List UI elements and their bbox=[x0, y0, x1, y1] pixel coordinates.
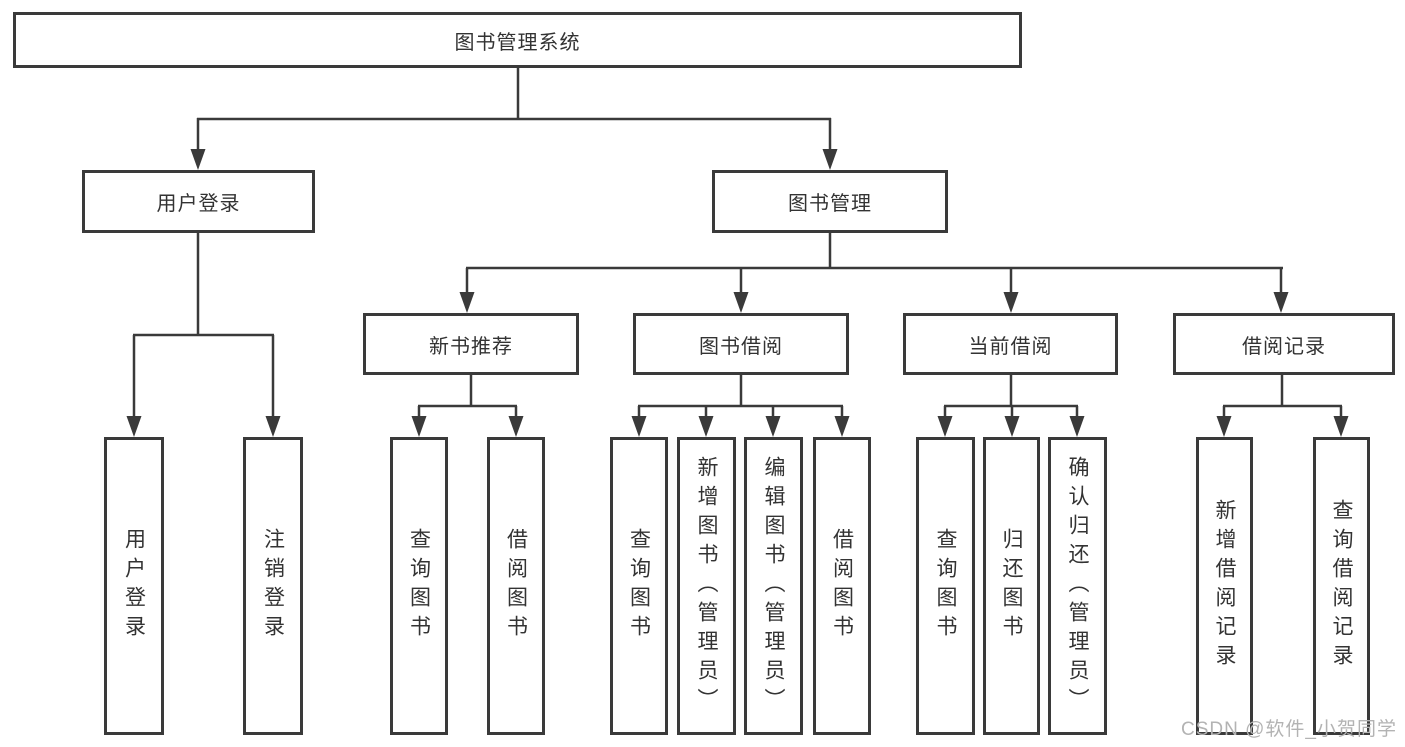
node-new-book-recommend-label: 新书推荐 bbox=[429, 335, 513, 358]
arrowhead-l3-2 bbox=[733, 292, 749, 313]
csdn-watermark: CSDN @软件_小贺同学 bbox=[1181, 719, 1397, 740]
leaf-current-return: 归还图书 bbox=[983, 437, 1040, 735]
leaf-newbook-query: 查询图书 bbox=[390, 437, 448, 735]
arrowhead-leaf-login-2 bbox=[265, 416, 281, 437]
edge-record-trunk bbox=[1222, 375, 1343, 420]
arrowhead-leaf-record-1 bbox=[1216, 416, 1232, 437]
leaf-current-return-label: 归还图书 bbox=[1000, 528, 1023, 644]
leaf-borrow-query: 查询图书 bbox=[610, 437, 668, 735]
edge-login-trunk bbox=[132, 233, 275, 420]
node-borrow-records-label: 借阅记录 bbox=[1242, 335, 1326, 358]
leaf-record-query: 查询借阅记录 bbox=[1313, 437, 1370, 735]
leaf-borrow-book-label: 借阅图书 bbox=[830, 528, 854, 644]
leaf-newbook-query-label: 查询图书 bbox=[407, 528, 431, 644]
node-book-borrowing-label: 图书借阅 bbox=[699, 335, 783, 358]
arrowhead-leaf-borrow-4 bbox=[834, 416, 850, 437]
leaf-record-query-label: 查询借阅记录 bbox=[1330, 499, 1353, 673]
leaf-newbook-borrow: 借阅图书 bbox=[487, 437, 545, 735]
arrowhead-leaf-current-1 bbox=[937, 416, 953, 437]
edge-newbook-trunk bbox=[417, 375, 518, 420]
arrowhead-leaf-login-1 bbox=[126, 416, 142, 437]
leaf-logout-label: 注销登录 bbox=[261, 528, 285, 644]
arrowhead-leaf-borrow-1 bbox=[631, 416, 647, 437]
node-user-login-label: 用户登录 bbox=[156, 193, 241, 215]
leaf-record-add: 新增借阅记录 bbox=[1196, 437, 1253, 735]
leaf-user-login-label: 用户登录 bbox=[122, 528, 146, 644]
arrowhead-leaf-current-2 bbox=[1004, 416, 1020, 437]
leaf-current-query-label: 查询图书 bbox=[934, 528, 957, 644]
arrowhead-l3-3 bbox=[1003, 292, 1019, 313]
arrowhead-leaf-newbook-1 bbox=[411, 416, 427, 437]
leaf-current-confirm-admin-label: 确认归还（管理员） bbox=[1066, 455, 1089, 717]
arrowhead-leaf-newbook-2 bbox=[508, 416, 524, 437]
leaf-borrow-book: 借阅图书 bbox=[813, 437, 871, 735]
arrowhead-mgmt bbox=[822, 149, 838, 170]
node-new-book-recommend: 新书推荐 bbox=[363, 313, 579, 375]
node-root-label: 图书管理系统 bbox=[454, 31, 581, 54]
node-borrow-records: 借阅记录 bbox=[1173, 313, 1395, 375]
node-current-borrowing: 当前借阅 bbox=[903, 313, 1118, 375]
arrowhead-login bbox=[190, 149, 206, 170]
leaf-logout: 注销登录 bbox=[243, 437, 303, 735]
node-book-management: 图书管理 bbox=[712, 170, 948, 233]
edge-current-trunk bbox=[943, 375, 1079, 420]
arrowhead-leaf-record-2 bbox=[1333, 416, 1349, 437]
leaf-user-login: 用户登录 bbox=[104, 437, 164, 735]
edge-borrow-trunk bbox=[637, 375, 844, 420]
leaf-newbook-borrow-label: 借阅图书 bbox=[504, 528, 528, 644]
node-book-borrowing: 图书借阅 bbox=[633, 313, 849, 375]
leaf-current-query: 查询图书 bbox=[916, 437, 975, 735]
leaf-current-confirm-admin: 确认归还（管理员） bbox=[1048, 437, 1107, 735]
edge-mgmt-trunk bbox=[465, 233, 1283, 296]
arrowhead-l3-4 bbox=[1273, 292, 1289, 313]
node-root-system: 图书管理系统 bbox=[13, 12, 1022, 68]
arrowhead-l3-1 bbox=[459, 292, 475, 313]
arrowhead-leaf-borrow-3 bbox=[765, 416, 781, 437]
leaf-borrow-add-admin-label: 新增图书（管理员） bbox=[695, 455, 718, 717]
edge-root-trunk bbox=[196, 68, 832, 153]
node-user-login: 用户登录 bbox=[82, 170, 315, 233]
node-book-management-label: 图书管理 bbox=[788, 193, 872, 215]
leaf-borrow-add-admin: 新增图书（管理员） bbox=[677, 437, 736, 735]
arrowhead-leaf-borrow-2 bbox=[698, 416, 714, 437]
leaf-record-add-label: 新增借阅记录 bbox=[1213, 499, 1236, 673]
arrowhead-leaf-current-3 bbox=[1069, 416, 1085, 437]
leaf-borrow-query-label: 查询图书 bbox=[627, 528, 651, 644]
node-current-borrowing-label: 当前借阅 bbox=[968, 335, 1053, 358]
leaf-borrow-edit-admin-label: 编辑图书（管理员） bbox=[762, 455, 785, 717]
leaf-borrow-edit-admin: 编辑图书（管理员） bbox=[744, 437, 803, 735]
